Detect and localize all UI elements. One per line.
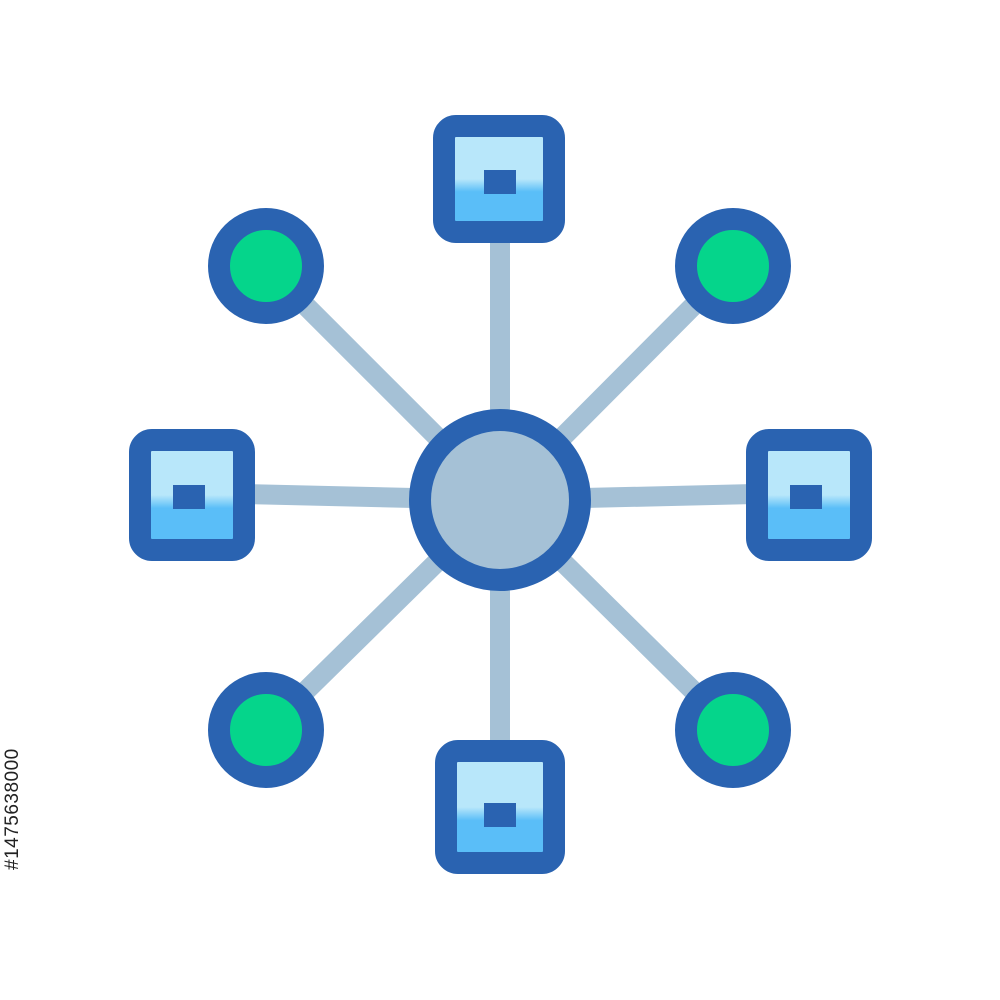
stock-id-watermark: #1475638000 — [2, 748, 23, 870]
round-node-top-left — [208, 208, 324, 324]
square-node-port — [173, 485, 205, 509]
square-node-port — [484, 170, 516, 194]
hub-node — [409, 409, 591, 591]
square-node-port — [790, 485, 822, 509]
square-node-port — [484, 803, 516, 827]
square-node-bottom — [435, 740, 565, 874]
square-node-left — [129, 429, 255, 561]
round-node-bottom-right — [675, 672, 791, 788]
square-node-top — [433, 115, 565, 243]
square-node-right — [746, 429, 872, 561]
round-node-bottom-left — [208, 672, 324, 788]
round-node-top-right — [675, 208, 791, 324]
